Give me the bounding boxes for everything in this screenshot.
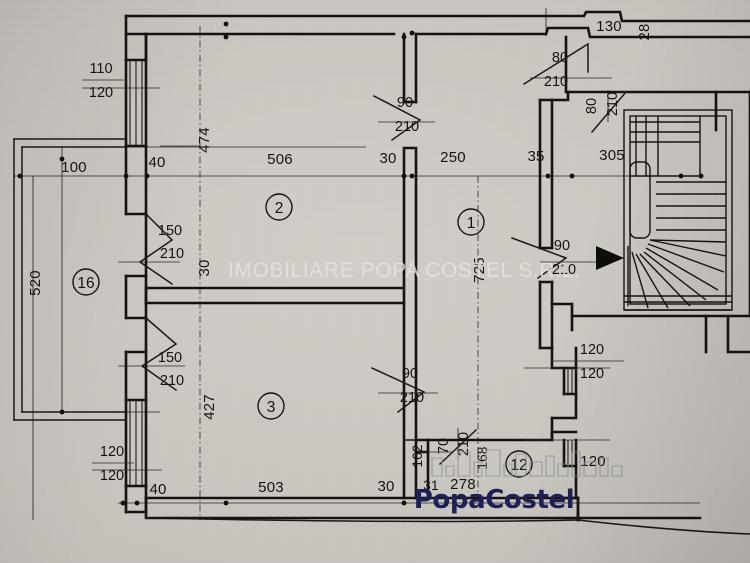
opening-120-120-right: 120 120 [552, 342, 624, 382]
room-number-3: 3 [257, 392, 285, 420]
dim-h-28: 28 [636, 23, 653, 40]
opening-110-120-height: 120 [89, 85, 113, 101]
room-number-1-text: 1 [467, 215, 476, 232]
balcony-room-16 [13, 138, 127, 421]
dim-v-725: 725 [471, 257, 488, 283]
dim-v-427: 427 [201, 394, 218, 420]
opening-90-210-top: 90 210 [395, 95, 419, 135]
opening-120-120-right-width: 120 [580, 342, 604, 358]
opening-150-210-lower-height: 210 [160, 373, 184, 389]
dim-h-250: 250 [440, 149, 466, 166]
dim-h-100: 100 [61, 159, 87, 176]
opening-150-210-lower: 150 210 [158, 350, 184, 389]
opening-70-210-vertical: 70 210 [436, 432, 472, 456]
opening-70-210-vertical-width: 70 [436, 438, 452, 454]
room-number-16: 16 [72, 268, 100, 296]
opening-120-120-left-width: 120 [100, 444, 124, 460]
opening-90-210-bottom-height: 210 [400, 390, 424, 406]
dim-h-506: 506 [267, 151, 293, 168]
opening-90-210-hall: 90 210 [552, 238, 576, 278]
vertical-dimension-labels: 474 30 427 520 725 162 168 [27, 127, 490, 469]
dim-v-30: 30 [196, 259, 213, 276]
opening-80-210-top-width: 80 [552, 50, 568, 66]
structural-walls [124, 10, 750, 535]
opening-80-210-top-height: 210 [544, 74, 568, 90]
opening-70-210-vertical-height: 210 [456, 432, 472, 456]
opening-90-210-bottom: 90 210 [400, 366, 424, 406]
opening-labels: 110 120 120 120 120 120 150 210 [82, 50, 624, 484]
dim-h-31: 31 [423, 478, 438, 493]
dim-h-305: 305 [599, 147, 625, 164]
opening-150-210-upper-height: 210 [160, 246, 184, 262]
dim-v-162: 162 [410, 444, 425, 467]
dim-h-40-bottom: 40 [149, 481, 166, 498]
room-number-12-text: 12 [510, 457, 527, 474]
dim-h-278: 278 [450, 476, 476, 493]
dimension-lines [14, 8, 700, 520]
opening-150-210-lower-width: 150 [158, 350, 182, 366]
opening-90-210-hall-height: 210 [552, 262, 576, 278]
room-number-2-text: 2 [275, 200, 284, 217]
dim-v-474: 474 [196, 127, 213, 153]
entry-direction-arrow [596, 246, 624, 270]
dim-v-520: 520 [27, 270, 44, 296]
room-number-1: 1 [457, 208, 485, 236]
opening-120-120-left-height: 120 [100, 468, 124, 484]
room-number-labels: 2 1 3 16 12 [72, 193, 533, 478]
dim-h-30-bottom: 30 [377, 478, 394, 495]
brand-logo-text: PopaCostel [414, 485, 574, 515]
window-leader-lines [82, 87, 610, 471]
horizontal-dimension-labels: 100 40 506 30 250 35 305 130 28 40 503 3… [61, 18, 653, 498]
room-number-2: 2 [265, 193, 293, 221]
opening-80-210-vertical-height: 210 [605, 92, 621, 116]
dim-h-40-top: 40 [148, 154, 165, 171]
opening-110-120-width: 110 [89, 61, 112, 77]
room-number-3-text: 3 [267, 399, 276, 416]
opening-150-210-upper: 150 210 [158, 223, 184, 262]
logo-bar-decoration [431, 449, 623, 477]
opening-80-210-top: 80 210 [544, 50, 568, 90]
opening-90-210-top-width: 90 [397, 95, 413, 111]
opening-120-120-left: 120 120 [92, 444, 134, 484]
opening-150-210-upper-width: 150 [158, 223, 182, 239]
brand-logo: PopaCostel [414, 449, 623, 515]
staircase [623, 109, 733, 311]
door-symbols [118, 42, 628, 466]
room-number-16-text: 16 [77, 275, 94, 292]
opening-90-210-hall-width: 90 [554, 238, 570, 254]
dim-h-35: 35 [527, 148, 544, 165]
watermark-text: IMOBILIARE POPA COSTEL S.R.L. [228, 259, 580, 282]
opening-120-120-right-height: 120 [580, 366, 604, 382]
opening-80-210-vertical: 80 210 [584, 92, 621, 116]
dim-h-503: 503 [258, 479, 284, 496]
dim-h-130: 130 [596, 18, 622, 35]
opening-90-210-bottom-width: 90 [402, 366, 418, 382]
opening-90-210-top-height: 210 [395, 119, 419, 135]
dim-h-30-top: 30 [379, 150, 396, 167]
opening-110-120: 110 120 [82, 61, 124, 101]
opening-80-210-vertical-width: 80 [584, 98, 600, 114]
